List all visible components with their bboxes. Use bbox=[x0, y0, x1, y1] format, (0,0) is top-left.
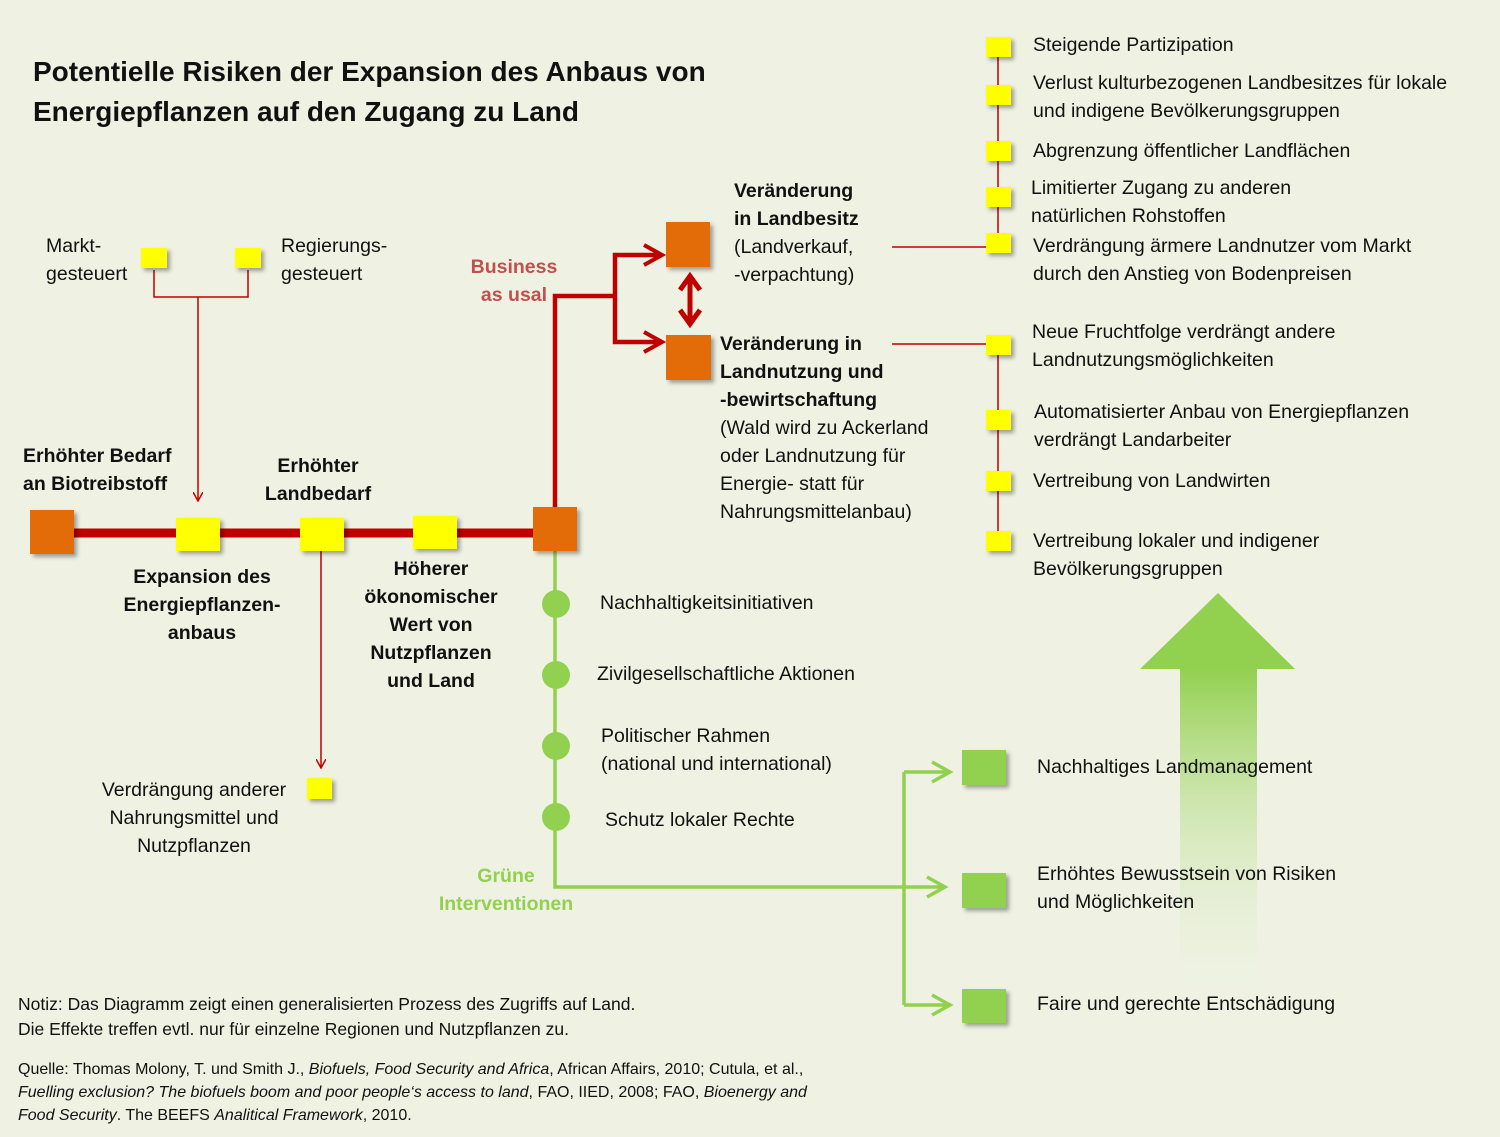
source-part: , 2010. bbox=[362, 1107, 412, 1124]
source-title: Bioenergy and Food Security bbox=[18, 1084, 807, 1124]
source-part: . The BEEFS bbox=[116, 1107, 215, 1124]
label-landbedarf: Erhöhter Landbedarf bbox=[264, 455, 372, 505]
node-landnutzung bbox=[666, 335, 711, 380]
risk-item: Automatisierter Anbau von Energiepflanze… bbox=[1034, 401, 1410, 451]
label-bedarf: Erhöhter Bedarf an Biotreibstoff bbox=[23, 445, 172, 495]
intervention-dots bbox=[542, 590, 570, 831]
outcome-item: Erhöhtes Bewusstsein von Risiken und Mög… bbox=[1037, 863, 1337, 913]
landnutzung-text: Veränderung in Landnutzung und -bewirtsc… bbox=[720, 330, 928, 526]
source-title: Biofuels, Food Security and Africa bbox=[308, 1061, 550, 1078]
node-expansion bbox=[176, 518, 220, 551]
outcome-item: Nachhaltiges Landmanagement bbox=[1037, 756, 1313, 778]
risk-item: Vertreibung lokaler und indigener Bevölk… bbox=[1033, 530, 1320, 580]
landnutzung-detail: (Wald wird zu Ackerland oder Landnutzung… bbox=[720, 417, 929, 523]
intervention-item: Zivilgesellschaftliche Aktionen bbox=[597, 663, 855, 685]
source-text: Quelle: Thomas Molony, T. und Smith J., … bbox=[18, 1058, 818, 1127]
landbesitz-title: Veränderung in Landbesitz bbox=[734, 180, 859, 230]
label-wert: Höherer ökonomischer Wert von Nutzpflanz… bbox=[364, 558, 498, 692]
label-regierung: Regierungs- gesteuert bbox=[281, 235, 388, 285]
node-regierung bbox=[235, 248, 261, 268]
risk-item: Verlust kulturbezogenen Landbesitzes für… bbox=[1033, 72, 1448, 122]
risk-item: Verdrängung ärmere Landnutzer vom Markt … bbox=[1033, 235, 1412, 285]
double-arrow bbox=[677, 271, 703, 329]
upward-arrow bbox=[1140, 593, 1295, 1008]
label-verdraengung: Verdrängung anderer Nahrungsmittel und N… bbox=[101, 779, 287, 857]
landbesitz-text: Veränderung in Landbesitz (Landverkauf, … bbox=[734, 177, 859, 289]
node-bedarf bbox=[30, 510, 74, 554]
source-part: Quelle: Thomas Molony, T. und Smith J., bbox=[18, 1061, 309, 1078]
source-title: Fuelling exclusion? The biofuels boom an… bbox=[18, 1084, 529, 1101]
node-junction bbox=[533, 507, 577, 551]
risk-item: Abgrenzung öffentlicher Landflächen bbox=[1033, 140, 1351, 162]
node-markt bbox=[141, 248, 167, 268]
risk-marker bbox=[986, 187, 1011, 207]
risk-item: Steigende Partizipation bbox=[1033, 34, 1234, 56]
source-title: Analitical Framework bbox=[214, 1107, 363, 1124]
risk-item: Limitierter Zugang zu anderen natürliche… bbox=[1031, 177, 1292, 227]
note-text: Notiz: Das Diagramm zeigt einen generali… bbox=[18, 994, 636, 1039]
source-part: , FAO, IIED, 2008; FAO, bbox=[528, 1084, 704, 1101]
label-gruene-interventionen: Grüne Interventionen bbox=[438, 865, 574, 915]
outcome-marker bbox=[962, 989, 1006, 1023]
risk-marker bbox=[986, 471, 1011, 491]
risk-item: Vertreibung von Landwirten bbox=[1033, 470, 1271, 492]
risk-marker bbox=[986, 531, 1011, 551]
outcome-marker bbox=[962, 873, 1006, 908]
node-landbesitz bbox=[666, 222, 710, 267]
risk-item: Neue Fruchtfolge verdrängt andere Landnu… bbox=[1032, 321, 1336, 371]
page-title: Potentielle Risiken der Expansion des An… bbox=[33, 56, 706, 127]
node-landbedarf bbox=[300, 518, 344, 551]
intervention-item: Politischer Rahmen (national und interna… bbox=[601, 725, 832, 775]
intervention-item: Nachhaltigkeitsinitiativen bbox=[600, 592, 814, 614]
intervention-item: Schutz lokaler Rechte bbox=[605, 809, 795, 831]
risk-marker bbox=[986, 37, 1011, 57]
source-part: , African Affairs, 2010; Cutula, et al., bbox=[549, 1061, 804, 1078]
node-verdraengung bbox=[307, 778, 332, 799]
risk-marker bbox=[986, 410, 1011, 430]
label-business-as-usual: Business as usal bbox=[470, 256, 558, 306]
label-expansion: Expansion des Energiepflanzen- anbaus bbox=[123, 566, 281, 644]
label-markt: Markt- gesteuert bbox=[46, 235, 128, 285]
outcome-marker bbox=[962, 750, 1006, 785]
risk-marker bbox=[986, 85, 1011, 105]
risk-marker bbox=[986, 335, 1011, 355]
risk-marker bbox=[986, 233, 1011, 253]
landbesitz-detail: (Landverkauf, -verpachtung) bbox=[734, 236, 855, 286]
risk-marker bbox=[986, 141, 1011, 161]
landnutzung-title: Veränderung in Landnutzung und -bewirtsc… bbox=[720, 333, 884, 411]
outcome-item: Faire und gerechte Entschädigung bbox=[1037, 993, 1336, 1015]
node-wert bbox=[413, 516, 457, 549]
